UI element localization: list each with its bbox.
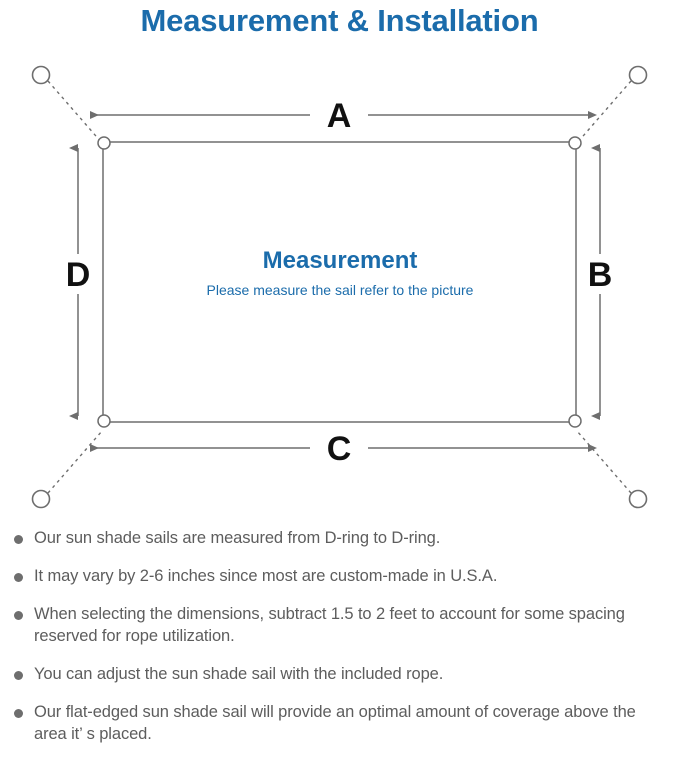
diagram-center-subtitle: Please measure the sail refer to the pic… [207, 282, 474, 298]
d-ring-top-right [568, 136, 582, 150]
sail-rectangle [102, 141, 577, 423]
dimension-label-d: D [66, 256, 91, 294]
anchor-points [31, 65, 648, 509]
note-text: It may vary by 2-6 inches since most are… [34, 567, 498, 585]
note-text: Our sun shade sails are measured from D-… [34, 529, 441, 547]
measurement-installation-page: Measurement & Installation [0, 3, 679, 743]
dimension-label-a: A [327, 97, 352, 135]
diagram-center-title: Measurement [263, 247, 418, 274]
d-ring-top-left [97, 136, 111, 150]
dimension-label-c: C [327, 430, 352, 468]
bullet-icon [14, 611, 23, 620]
list-item: When selecting the dimensions, subtract … [0, 603, 679, 647]
list-item: You can adjust the sun shade sail with t… [0, 663, 679, 685]
anchor-point-top-right [628, 65, 648, 85]
sail-measurement-diagram: A C D B Measurement Please measure the s… [0, 50, 679, 515]
note-text: Our flat-edged sun shade sail will provi… [34, 703, 636, 743]
list-item: Our sun shade sails are measured from D-… [0, 527, 679, 549]
anchor-point-bottom-right [628, 489, 648, 509]
notes-list: Our sun shade sails are measured from D-… [0, 527, 679, 761]
bullet-icon [14, 671, 23, 680]
d-ring-bottom-right [568, 414, 582, 428]
d-ring-bottom-left [97, 414, 111, 428]
list-item: Our flat-edged sun shade sail will provi… [0, 701, 679, 745]
anchor-point-bottom-left [31, 489, 51, 509]
d-rings [97, 136, 582, 428]
page-title: Measurement & Installation [140, 3, 539, 38]
note-text: You can adjust the sun shade sail with t… [34, 665, 444, 683]
bullet-icon [14, 535, 23, 544]
anchor-point-top-left [31, 65, 51, 85]
list-item: It may vary by 2-6 inches since most are… [0, 565, 679, 587]
bullet-icon [14, 573, 23, 582]
note-text: When selecting the dimensions, subtract … [34, 605, 625, 645]
bullet-icon [14, 709, 23, 718]
dimension-label-b: B [588, 256, 613, 294]
